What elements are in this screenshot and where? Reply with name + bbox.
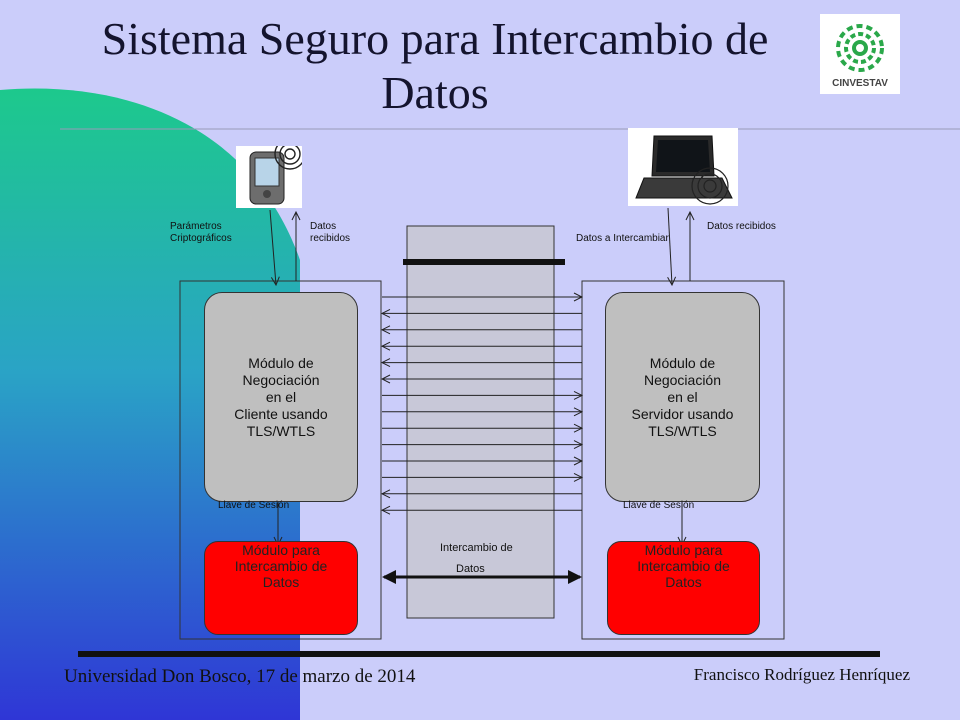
channel-label-line-1: Intercambio de — [440, 542, 513, 554]
client-data-line-2: Intercambio de — [234, 558, 328, 574]
client-input-arrow — [269, 209, 276, 285]
server-data-line-1: Módulo para — [644, 542, 723, 558]
server-data-line-3: Datos — [665, 574, 702, 590]
client-negotiation-line-3: en el — [265, 388, 297, 405]
client-negotiation-line-4: Cliente usando — [234, 405, 328, 422]
client-negotiation-line-5: TLS/WTLS — [246, 422, 316, 439]
laptop-icon — [635, 135, 733, 205]
svg-text:CINVESTAV: CINVESTAV — [832, 78, 888, 89]
cinvestav-logo: CINVESTAV — [820, 14, 900, 94]
footer-affiliation: Universidad Don Bosco, 17 de marzo de 20… — [64, 666, 416, 687]
server-output-label: Datos recibidos — [707, 221, 776, 232]
server-negotiation-line-5: TLS/WTLS — [648, 422, 717, 439]
title-line-1: Sistema Seguro para Intercambio de — [101, 13, 769, 64]
server-input-arrow — [668, 207, 672, 285]
server-session-key-label: Llave de Sesión — [623, 500, 695, 511]
client-box — [179, 280, 382, 640]
server-data-line-2: Intercambio de — [637, 558, 730, 574]
server-negotiation-line-2: Negociación — [643, 371, 722, 388]
client-data-line-1: Módulo para — [242, 542, 320, 558]
pda-device-image — [236, 138, 306, 208]
channel-label-line-2: Datos — [456, 563, 485, 575]
cinvestav-emblem-icon: CINVESTAV — [822, 24, 898, 90]
server-negotiation-line-3: en el — [667, 388, 698, 405]
client-data-line-3: Datos — [262, 574, 300, 590]
page-title: Sistema Seguro para Intercambio de Datos — [60, 12, 810, 120]
footer-author: Francisco Rodríguez Henríquez — [693, 665, 910, 684]
channel-box — [406, 225, 555, 619]
server-negotiation-line-1: Módulo de — [649, 354, 716, 371]
laptop-device-image — [628, 128, 738, 206]
server-negotiation-line-4: Servidor usando — [631, 405, 734, 422]
title-line-2: Datos — [381, 67, 489, 118]
client-input-label: Parámetros Criptográficos — [170, 221, 232, 244]
client-output-label: Datos recibidos — [310, 221, 351, 244]
client-negotiation-line-2: Negociación — [242, 371, 320, 388]
footer-divider — [78, 651, 880, 657]
server-input-label: Datos a Intercambiar — [576, 233, 669, 244]
negotiation-arrows — [382, 297, 582, 510]
client-negotiation-line-1: Módulo de — [248, 354, 314, 371]
pda-icon — [249, 138, 306, 205]
client-session-key-label: Llave de Sesión — [218, 500, 290, 511]
